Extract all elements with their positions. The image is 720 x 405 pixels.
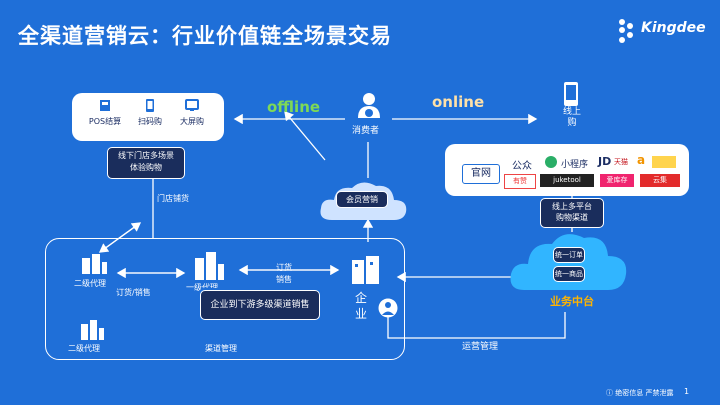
enterprise-downstream-label: 企业到下游多级渠道销售 (200, 290, 320, 320)
confidential-text: 绝密信息 严禁泄露 (615, 389, 674, 397)
platform-logo-icon (652, 156, 676, 168)
agent-building-icon (82, 254, 107, 274)
offline-label: offline (267, 98, 321, 116)
page-number: 1 (684, 387, 690, 396)
store-supply-label: 门店铺货 (157, 194, 189, 203)
screen-icon (185, 99, 199, 111)
platform-juketool: juketool (540, 174, 594, 187)
enterprise-channel-box (45, 238, 405, 360)
online-platforms-box (445, 144, 689, 196)
store-item-label: POS结算 (88, 117, 122, 126)
online-purchase-label: 线上 购 (563, 107, 582, 128)
unified-order-label: 统一订单 (553, 247, 585, 263)
offline-scenario-label: 线下门店多场景 体验购物 (107, 147, 185, 179)
online-label: online (432, 93, 485, 111)
confidential-note: ⓘ 绝密信息 严禁泄露 (606, 388, 673, 398)
platform-aikucun: 爱库存 (600, 174, 634, 187)
operations-label: 运营管理 (462, 342, 499, 352)
store-item-pos: POS结算 (82, 97, 128, 127)
agent-top-label: 二级代理 (74, 279, 106, 288)
platform-youzan: 有赞 (504, 174, 536, 189)
agent-bottom-label: 二级代理 (68, 344, 100, 353)
store-item-label: 扫码购 (138, 117, 162, 126)
store-items: POS结算 扫码购 大屏购 (82, 97, 222, 133)
wechat-icon (545, 156, 557, 168)
multi-platform-label: 线上多平台 购物渠道 (540, 198, 604, 228)
phone-icon (146, 99, 154, 112)
enterprise-label: 企 业 (355, 291, 368, 321)
agent-building-icon (81, 320, 104, 340)
platform-yunji: 云集 (640, 174, 680, 187)
platform-jd: JD (598, 155, 612, 168)
logo-text: Kingdee (641, 20, 706, 36)
platform-tmall: 天猫 (614, 158, 628, 166)
mobile-icon (564, 82, 578, 106)
official-site-label: 官网 (462, 164, 500, 184)
consumer-label: 消费者 (352, 126, 380, 136)
platform-amazon: a (637, 153, 646, 167)
kingdee-logo-icon (619, 19, 633, 43)
first-agent-building-icon (195, 252, 224, 280)
operator-icon (378, 298, 398, 318)
consumer-icon (358, 93, 380, 118)
order-label: 订货 (276, 263, 292, 272)
first-agent-label: 一级代理 (186, 283, 218, 292)
business-middle-title: 业务中台 (550, 295, 594, 308)
page-title: 全渠道营销云：行业价值链全场景交易 (18, 24, 392, 48)
sales-label: 销售 (276, 275, 292, 284)
store-item-label: 大屏购 (180, 117, 204, 126)
pos-icon (100, 100, 110, 111)
member-marketing-label: 会员营销 (336, 191, 388, 208)
channel-management-label: 渠道管理 (205, 344, 237, 353)
platform-wechat: 公众 (512, 161, 532, 172)
store-item-scan: 扫码购 (130, 97, 170, 127)
enterprise-building-icon (352, 256, 379, 284)
platform-miniprogram: 小程序 (561, 160, 589, 170)
unified-product-label: 统一商品 (553, 266, 585, 282)
order-sales-label: 订货/销售 (116, 288, 151, 297)
info-icon: ⓘ (606, 389, 616, 397)
store-item-screen: 大屏购 (170, 97, 214, 127)
